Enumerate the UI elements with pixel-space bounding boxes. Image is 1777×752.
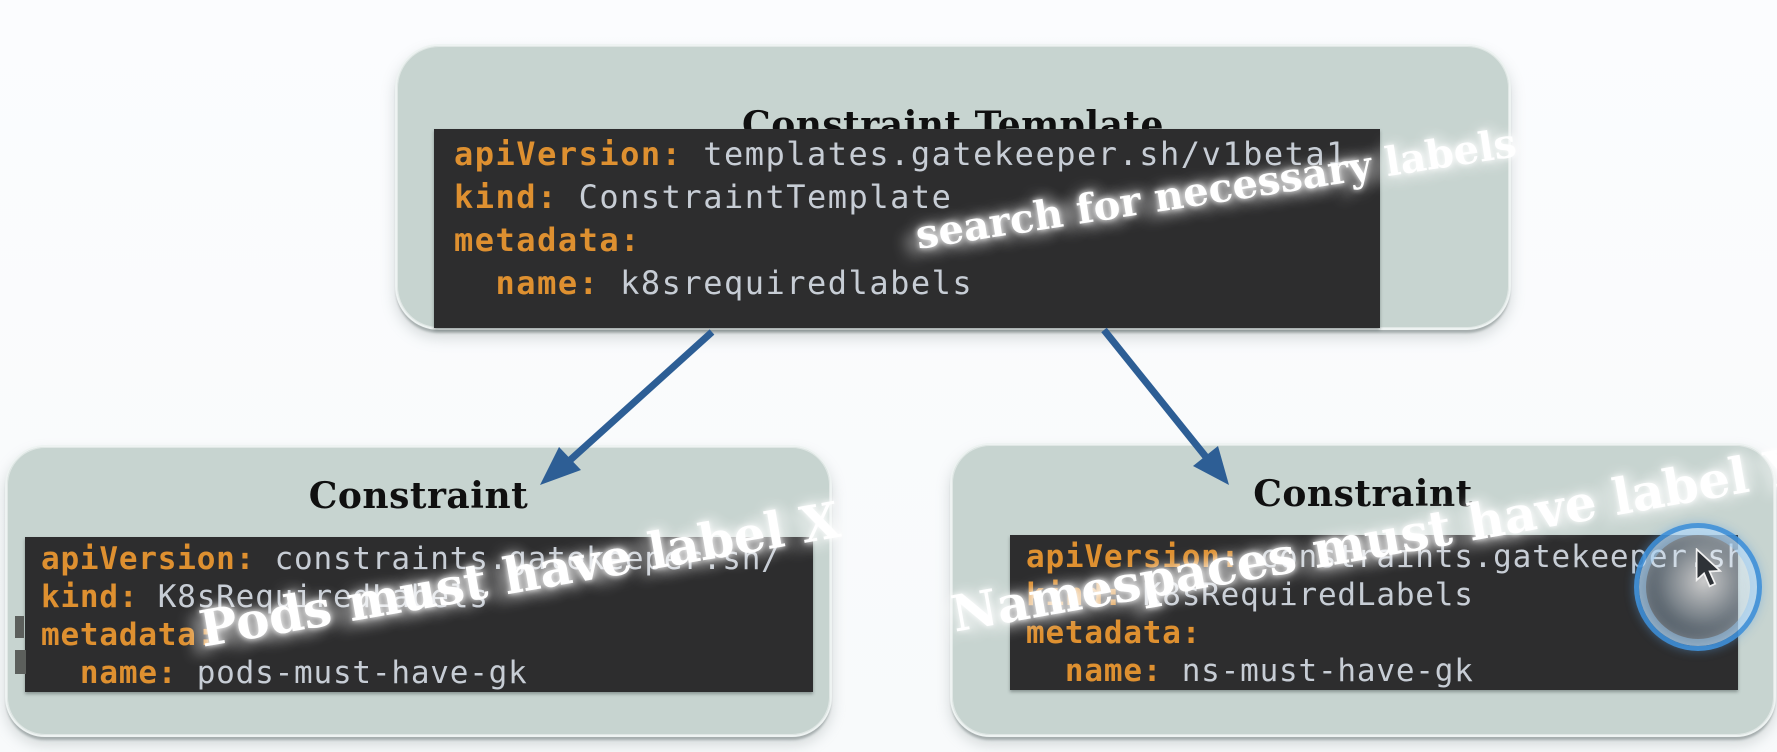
clipped-code-fragment xyxy=(15,616,24,638)
yaml-key: kind: xyxy=(1026,577,1124,613)
yaml-line-metadata: metadata: xyxy=(1026,614,1738,652)
yaml-key: name: xyxy=(1026,653,1163,689)
yaml-line-metadata: metadata: xyxy=(454,219,1380,262)
yaml-value: constraints.gatekeeper.sh/ xyxy=(255,541,781,577)
yaml-key: apiVersion: xyxy=(41,541,256,577)
yaml-key: metadata: xyxy=(1026,615,1202,651)
yaml-line-apiversion: apiVersion: constraints.gatekeeper.sh/ xyxy=(41,540,813,578)
click-highlight-ring xyxy=(1634,523,1762,651)
constraint-template-panel: Constraint Template apiVersion: template… xyxy=(395,44,1511,330)
pods-constraint-title: Constraint xyxy=(308,475,529,517)
yaml-line-kind: kind: K8sRequiredLabels xyxy=(41,578,813,616)
yaml-key: metadata: xyxy=(454,221,641,259)
constraint-template-code-block: apiVersion: templates.gatekeeper.sh/v1be… xyxy=(434,129,1380,328)
namespaces-constraint-code-block: apiVersion: constraints.gatekeeper.sh ki… xyxy=(1010,535,1738,690)
pods-constraint-code-block: apiVersion: constraints.gatekeeper.sh/ k… xyxy=(25,537,813,692)
yaml-key: name: xyxy=(454,264,600,302)
yaml-line-kind: kind: K8sRequiredLabels xyxy=(1026,576,1738,614)
clipped-code-fragment xyxy=(15,650,26,674)
yaml-key: kind: xyxy=(41,579,139,615)
yaml-value: K8sRequiredLabels xyxy=(1123,577,1474,613)
yaml-line-name: name: pods-must-have-gk xyxy=(41,654,813,692)
yaml-key: name: xyxy=(41,655,178,691)
yaml-line-name: name: k8srequiredlabels xyxy=(454,262,1380,305)
yaml-value: K8sRequiredLabels xyxy=(138,579,489,615)
yaml-value: templates.gatekeeper.sh/v1beta1 xyxy=(682,135,1347,173)
pods-constraint-panel: Constraint apiVersion: constraints.gatek… xyxy=(5,445,832,737)
yaml-line-kind: kind: ConstraintTemplate xyxy=(454,176,1380,219)
yaml-line-name: name: ns-must-have-gk xyxy=(1026,652,1738,690)
yaml-key: apiVersion: xyxy=(1026,539,1241,575)
yaml-line-metadata: metadata: xyxy=(41,616,813,654)
yaml-key: kind: xyxy=(454,178,558,216)
namespaces-constraint-title: Constraint xyxy=(1253,473,1473,515)
yaml-value: pods-must-have-gk xyxy=(177,655,528,691)
yaml-line-apiversion: apiVersion: templates.gatekeeper.sh/v1be… xyxy=(454,133,1380,176)
yaml-key: apiVersion: xyxy=(454,135,683,173)
yaml-value: ns-must-have-gk xyxy=(1162,653,1474,689)
yaml-value: k8srequiredlabels xyxy=(599,264,974,302)
yaml-key: metadata: xyxy=(41,617,217,653)
namespaces-constraint-panel: Constraint apiVersion: constraints.gatek… xyxy=(950,443,1776,737)
yaml-value: ConstraintTemplate xyxy=(557,178,953,216)
